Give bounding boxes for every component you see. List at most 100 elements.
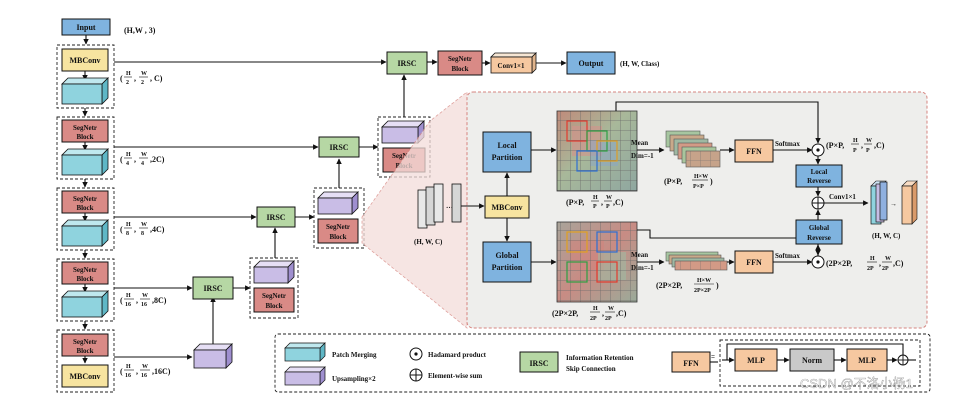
irsc-box-1 bbox=[386, 51, 428, 75]
shape5-post: ,16C) bbox=[152, 367, 171, 376]
detail-input-shape: (H, W, C) bbox=[414, 238, 443, 246]
input-label: Input bbox=[76, 23, 95, 32]
global-grid-shape: (2P×2P, H 2P , W 2P ,C) bbox=[552, 306, 627, 322]
global-pool-frac-den: 2P×2P bbox=[694, 288, 711, 294]
detail-input-features: … (H, W, C) bbox=[414, 183, 462, 246]
local-grid-shape-tail: ,C) bbox=[613, 198, 624, 207]
global-pool-tail: ) bbox=[716, 281, 719, 290]
irsc-label-2: IRSC bbox=[329, 143, 348, 152]
local-pool-frac-num: H×W bbox=[694, 174, 708, 180]
local-reverse-l2: Reverse bbox=[807, 177, 831, 185]
shape2-num: H bbox=[126, 152, 131, 158]
shape2-den2: 4 bbox=[141, 161, 144, 167]
irsc-label-1: IRSC bbox=[397, 59, 416, 68]
legend-irsc-desc2: Skip Connection bbox=[566, 365, 616, 373]
stage-shape-3: ( H 8 , W 8 ,4C) bbox=[120, 222, 165, 237]
output-label: Output bbox=[579, 59, 604, 68]
svg-text:,: , bbox=[861, 141, 863, 150]
legend-patch-merging: Patch Merging bbox=[284, 342, 377, 362]
stage-shape-2: ( H 4 , W 4 ,2C) bbox=[120, 152, 165, 167]
svg-text:…: … bbox=[446, 202, 453, 210]
dec-segnetr-3-l1: SegNetr bbox=[326, 223, 350, 231]
local-reverse-box bbox=[795, 164, 843, 188]
svg-text:,: , bbox=[134, 155, 136, 164]
shape3-den2: 8 bbox=[141, 231, 144, 237]
shape4-num: H bbox=[126, 293, 131, 299]
svg-text:,: , bbox=[136, 367, 138, 376]
legend-ffn-label: FFN bbox=[683, 359, 699, 368]
legend-hadamard: Hadamard product bbox=[409, 347, 487, 361]
legend-mlp1-label: MLP bbox=[747, 356, 765, 365]
local-grid-frac-p2: P bbox=[606, 204, 610, 210]
shape3-num2: W bbox=[141, 222, 147, 228]
svg-text:→: → bbox=[890, 200, 897, 208]
segnetr-2-line1: SegNetr bbox=[73, 195, 97, 203]
decoder-segnetr-3 bbox=[317, 218, 359, 244]
detail-output-features: → (H, W, C) bbox=[870, 180, 918, 240]
upsampling-block-3 bbox=[317, 191, 359, 215]
mbconv-box-bottom bbox=[61, 364, 109, 388]
local-ffn-label: FFN bbox=[746, 147, 762, 156]
global-ffn-label: FFN bbox=[746, 258, 762, 267]
global-pool-shape: (2P×2P, H×W 2P×2P ) bbox=[656, 278, 719, 294]
dec-segnetr-1-l1: SegNetr bbox=[448, 55, 472, 63]
detail-output-shape: (H, W, C) bbox=[872, 232, 901, 240]
shape3-post: ,4C) bbox=[150, 225, 165, 234]
legend-patch-merging-label: Patch Merging bbox=[332, 351, 377, 359]
shape1-post: , C) bbox=[150, 74, 163, 83]
shape5-num: H bbox=[126, 364, 131, 370]
patch-merging-block-4 bbox=[61, 290, 109, 318]
svg-text:,: , bbox=[136, 296, 138, 305]
conv1x1-block: Conv1×1 bbox=[490, 52, 537, 74]
local-pool-frac-den: P×P bbox=[693, 184, 704, 190]
shape1-den: 2 bbox=[126, 80, 129, 86]
local-hadamard-icon bbox=[811, 143, 825, 157]
local-dim-label: Dim=-1 bbox=[631, 152, 654, 160]
global-reverse-l2: Reverse bbox=[807, 234, 831, 242]
svg-text:(: ( bbox=[120, 367, 123, 376]
legend-elementwise-label: Element-wise sum bbox=[428, 372, 482, 380]
patch-merging-block-1 bbox=[61, 77, 109, 105]
shape4-den: 16 bbox=[125, 302, 131, 308]
dec-segnetr-1-l2: Block bbox=[451, 65, 468, 73]
legend-upsampling: Upsampling×2 bbox=[284, 366, 376, 386]
output-box bbox=[566, 51, 616, 75]
shape1-num2: W bbox=[141, 71, 147, 77]
global-grid-frac-2p1: 2P bbox=[590, 316, 597, 322]
svg-text:,: , bbox=[601, 198, 603, 207]
shape2-num2: W bbox=[141, 152, 147, 158]
local-grid-shape: (P×P, H P , W P ,C) bbox=[566, 195, 624, 210]
legend-irsc: IRSC Information Retention Skip Connecti… bbox=[519, 351, 634, 373]
svg-text:,: , bbox=[602, 309, 604, 318]
shape4-den2: 16 bbox=[141, 302, 147, 308]
shape5-num2: W bbox=[142, 364, 148, 370]
global-pooled-tokens bbox=[665, 251, 728, 271]
global-partition-grid-image bbox=[556, 221, 638, 303]
local-partition-l1: Local bbox=[497, 141, 517, 150]
local-grid-shape-pre: (P×P, bbox=[566, 198, 584, 207]
global-out-tail: ,C) bbox=[893, 259, 904, 268]
legend-upsampling-label: Upsampling×2 bbox=[332, 375, 376, 383]
global-out-shape: (2P×2P, H 2P , W 2P ,C) bbox=[826, 256, 904, 272]
local-pool-shape-pre: (P×P, bbox=[664, 177, 682, 186]
local-grid-frac-w: W bbox=[606, 195, 612, 201]
global-reverse-l1: Global bbox=[809, 224, 829, 232]
global-partition-l1: Global bbox=[495, 251, 519, 260]
shape5-den: 16 bbox=[125, 373, 131, 379]
segnetr-3-line2: Block bbox=[76, 275, 93, 283]
local-out-frac-w: W bbox=[866, 138, 872, 144]
segnetr-1-line2: Block bbox=[76, 133, 93, 141]
legend-elementwise: Element-wise sum bbox=[409, 368, 482, 382]
global-partition-l2: Partition bbox=[492, 263, 523, 272]
legend-mlp2-label: MLP bbox=[858, 356, 876, 365]
input-shape-label: (H,W , 3) bbox=[124, 26, 156, 35]
mbconv-label-top: MBConv bbox=[69, 56, 100, 65]
decoder-segnetr-1 bbox=[437, 50, 483, 76]
shape4-post: ,8C) bbox=[152, 296, 167, 305]
global-out-frac-2p1: 2P bbox=[867, 266, 874, 272]
local-pool-shape: (P×P, H×W P×P ) bbox=[664, 174, 713, 190]
local-out-shape: (P×P, H P , W P ,C) bbox=[826, 138, 885, 154]
csdn-watermark: CSDN @不洛小杨1 bbox=[800, 376, 913, 391]
local-reverse-l1: Local bbox=[811, 168, 828, 176]
